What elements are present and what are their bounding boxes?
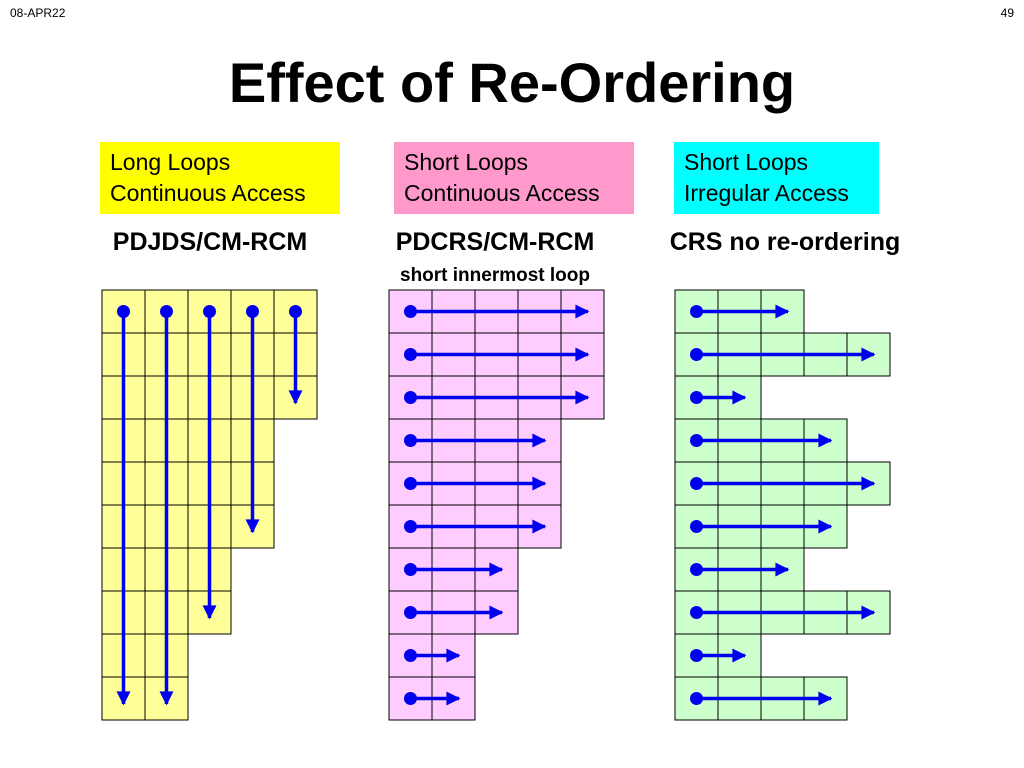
panel-3-start-dot bbox=[690, 692, 703, 705]
panel-3-label-line-2: Irregular Access bbox=[684, 180, 849, 206]
panel-2-start-dot bbox=[404, 391, 417, 404]
panel-1-label-line-2: Continuous Access bbox=[110, 180, 306, 206]
panel-2-start-dot bbox=[404, 520, 417, 533]
panel-3-start-dot bbox=[690, 305, 703, 318]
panel-1-start-dot bbox=[203, 305, 216, 318]
panel-2-method-title: PDCRS/CM-RCM bbox=[395, 228, 595, 256]
slide-title: Effect of Re-Ordering bbox=[228, 51, 796, 114]
panel-3-start-dot bbox=[690, 563, 703, 576]
panel-2-start-dot bbox=[404, 477, 417, 490]
panel-1-start-dot bbox=[289, 305, 302, 318]
panel-3-start-dot bbox=[690, 348, 703, 361]
panel-2-label-box: Short Loops Continuous Access bbox=[394, 142, 634, 214]
panel-1-start-dot bbox=[117, 305, 130, 318]
page-number: 49 bbox=[1000, 6, 1014, 20]
panel-1-start-dot bbox=[246, 305, 259, 318]
panel-3-start-dot bbox=[690, 434, 703, 447]
date-label: 08-APR22 bbox=[10, 6, 66, 20]
panel-2-start-dot bbox=[404, 434, 417, 447]
panel-2-method-subtitle: short innermost loop bbox=[400, 265, 590, 286]
panel-2-start-dot bbox=[404, 348, 417, 361]
panel-2-label-line-1: Short Loops bbox=[404, 149, 529, 175]
panel-3-start-dot bbox=[690, 606, 703, 619]
panel-1-method-title: PDJDS/CM-RCM bbox=[112, 228, 308, 256]
panel-3-method-title: CRS no re-ordering bbox=[669, 228, 901, 256]
panel-2-start-dot bbox=[404, 649, 417, 662]
panel-2-label-line-2: Continuous Access bbox=[404, 180, 600, 206]
panel-2-start-dot bbox=[404, 305, 417, 318]
panel-2-start-dot bbox=[404, 692, 417, 705]
panel-3-start-dot bbox=[690, 520, 703, 533]
panel-3-label-line-1: Short Loops bbox=[684, 149, 809, 175]
panel-3-start-dot bbox=[690, 391, 703, 404]
panel-1-label-line-1: Long Loops bbox=[110, 149, 231, 175]
panel-2-start-dot bbox=[404, 563, 417, 576]
panel-2-start-dot bbox=[404, 606, 417, 619]
panel-3-start-dot bbox=[690, 477, 703, 490]
panel-3-start-dot bbox=[690, 649, 703, 662]
panel-1-label-box: Long Loops Continuous Access bbox=[100, 142, 340, 214]
panel-3-label-box: Short Loops Irregular Access bbox=[674, 142, 879, 214]
panel-1-start-dot bbox=[160, 305, 173, 318]
